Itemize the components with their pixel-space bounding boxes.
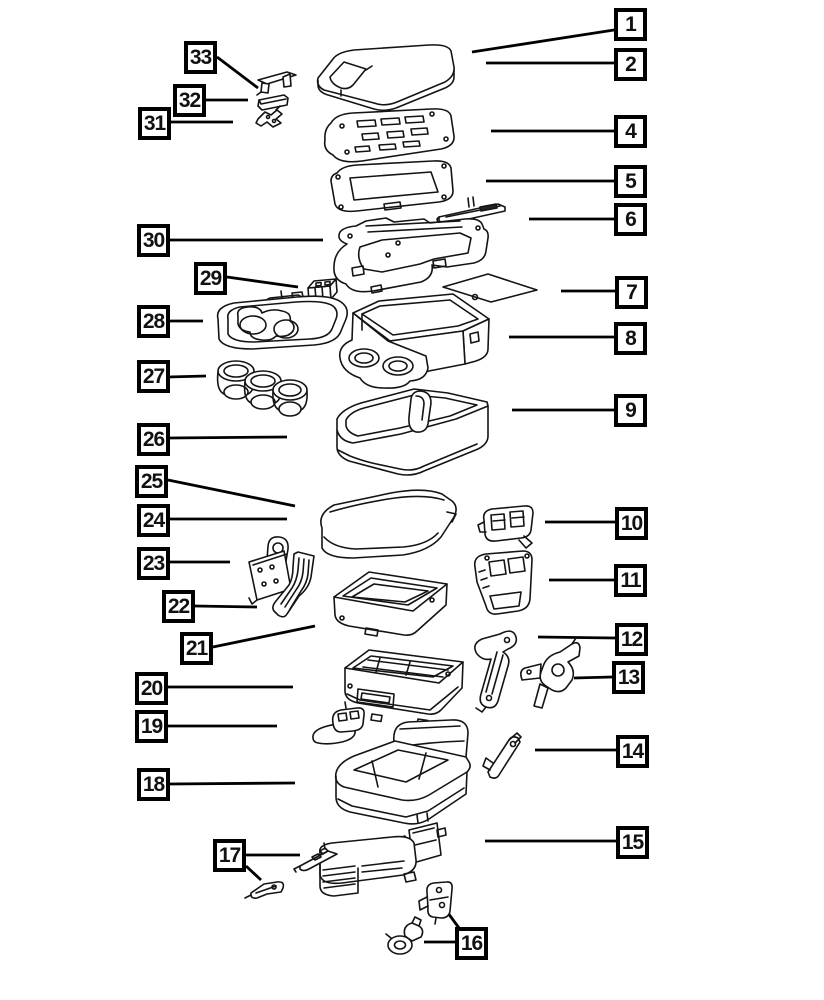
callout-box-25[interactable]: 25 (135, 465, 168, 498)
part-latch-mechanism (255, 105, 283, 128)
callout-box-20[interactable]: 20 (135, 672, 168, 705)
part-latch-plate (257, 94, 289, 111)
part-armrest-lid-cover (316, 44, 455, 112)
callout-box-16[interactable]: 16 (455, 927, 488, 960)
part-lid-frame (330, 160, 454, 213)
leader-lines (167, 28, 616, 944)
callout-box-11[interactable]: 11 (614, 564, 647, 597)
part-hook-clamp (385, 916, 424, 955)
callout-box-2[interactable]: 2 (614, 48, 647, 81)
part-latch-unit (477, 505, 534, 549)
part-storage-tray (338, 293, 490, 389)
part-floor-duct-mount (318, 812, 447, 897)
part-console-frame (333, 217, 489, 294)
callout-box-26[interactable]: 26 (137, 423, 170, 456)
part-cupholder-tray (216, 290, 348, 350)
callout-box-14[interactable]: 14 (616, 735, 649, 768)
callout-box-22[interactable]: 22 (162, 590, 195, 623)
callout-box-33[interactable]: 33 (184, 41, 217, 74)
part-riser-bracket-left (474, 630, 518, 713)
callout-box-32[interactable]: 32 (173, 84, 206, 117)
callout-box-8[interactable]: 8 (614, 322, 647, 355)
part-side-rail-bracket (272, 551, 315, 618)
callout-box-5[interactable]: 5 (614, 165, 647, 198)
part-release-handle (256, 71, 297, 96)
callout-box-30[interactable]: 30 (137, 224, 170, 257)
part-riser-bracket-right (520, 637, 581, 709)
part-hinge-cover (473, 550, 533, 615)
callout-box-17[interactable]: 17 (213, 839, 246, 872)
callout-box-4[interactable]: 4 (614, 115, 647, 148)
part-support-bracket (482, 732, 522, 779)
callout-box-29[interactable]: 29 (194, 262, 227, 295)
callout-box-31[interactable]: 31 (138, 107, 171, 140)
part-armrest-cushion (320, 489, 457, 559)
callout-box-18[interactable]: 18 (137, 768, 170, 801)
callout-box-9[interactable]: 9 (614, 394, 647, 427)
callout-box-1[interactable]: 1 (614, 8, 647, 41)
callout-box-12[interactable]: 12 (615, 623, 648, 656)
callout-box-27[interactable]: 27 (137, 360, 170, 393)
callout-box-24[interactable]: 24 (137, 504, 170, 537)
part-latch-bar (436, 196, 506, 225)
callout-box-19[interactable]: 19 (135, 710, 168, 743)
part-hinge-unit (312, 701, 365, 745)
callout-box-21[interactable]: 21 (180, 632, 213, 665)
part-striker-bracket (244, 881, 285, 899)
callout-box-10[interactable]: 10 (615, 507, 648, 540)
part-cupholder-liners (216, 360, 308, 417)
callout-box-23[interactable]: 23 (137, 547, 170, 580)
part-storage-bin (336, 388, 489, 476)
part-mount-bracket (418, 881, 453, 925)
part-armrest-tray (333, 571, 448, 637)
callout-box-13[interactable]: 13 (612, 661, 645, 694)
callout-box-15[interactable]: 15 (616, 826, 649, 859)
part-mount-rail (293, 842, 338, 873)
callout-box-7[interactable]: 7 (615, 276, 648, 309)
part-liner-mat (442, 273, 538, 303)
part-seat-cushion (334, 719, 471, 825)
callout-box-6[interactable]: 6 (614, 203, 647, 236)
callout-box-28[interactable]: 28 (137, 305, 170, 338)
part-lid-inner-panel (323, 108, 455, 163)
